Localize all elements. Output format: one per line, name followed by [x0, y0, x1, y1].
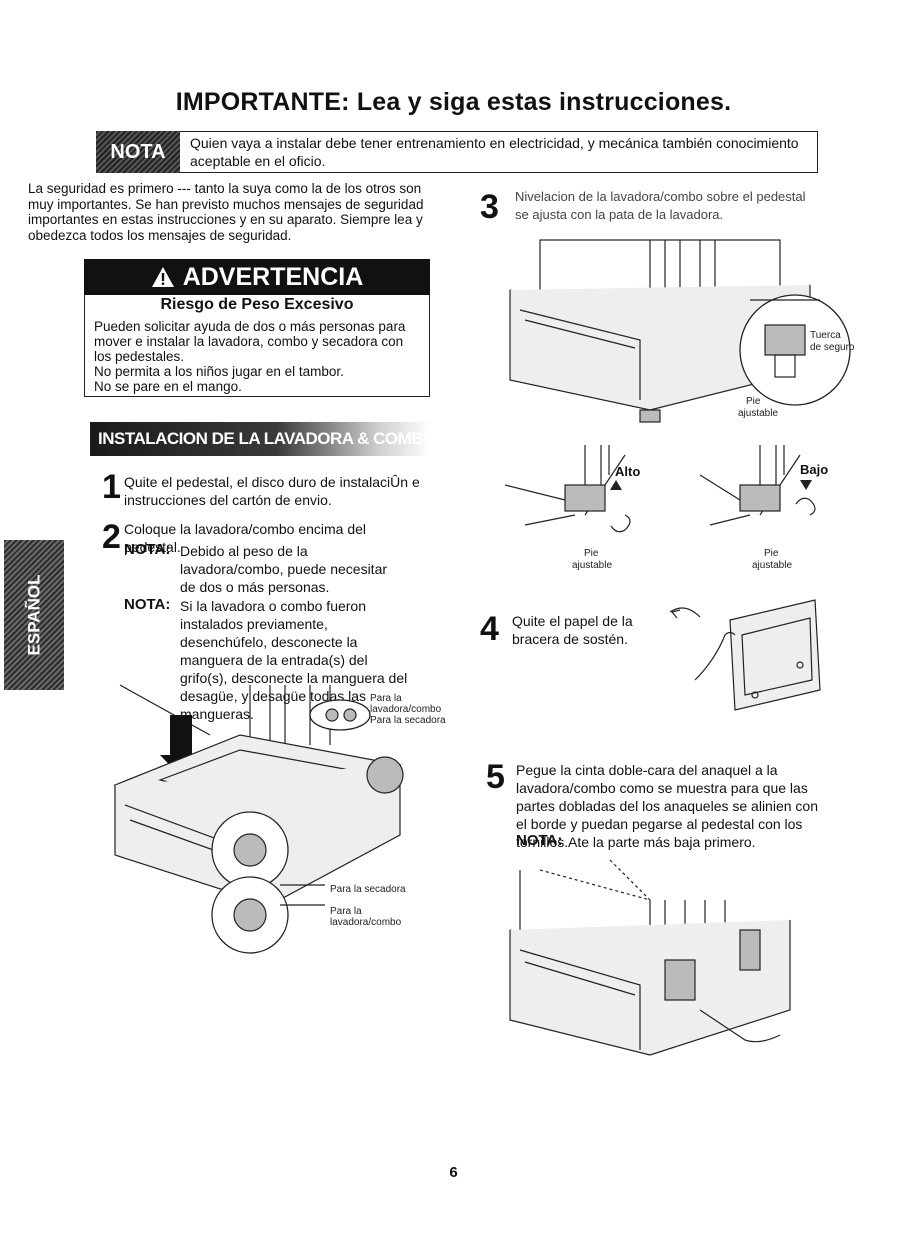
- step-2-nota-label: NOTA:: [124, 541, 171, 558]
- step-1-number: 1: [102, 468, 121, 506]
- step-3-text: Nivelacion de la lavadora/combo sobre el…: [515, 189, 806, 222]
- step-2-nota: Debido al peso de la lavadora/combo, pue…: [180, 543, 388, 595]
- label-para-la-2: Para la: [330, 906, 362, 917]
- pedestal-install-illustration: [113, 684, 404, 954]
- step-5-nota-label: NOTA:: [516, 832, 563, 849]
- warning-line: mover e instalar la lavadora, combo y se…: [94, 334, 404, 349]
- label-tuerca: Tuerca: [810, 330, 841, 341]
- label-pie-alto: Pie: [584, 548, 599, 559]
- warning-icon: [151, 267, 174, 287]
- language-tab-label: ESPAÑOL: [24, 574, 44, 656]
- label-pie: Pie: [746, 396, 761, 407]
- label-lavadora-combo-2: lavadora/combo: [330, 917, 402, 928]
- wrench-lower-illustration: [699, 445, 816, 526]
- label-para-la-secadora-2: Para la secadora: [330, 884, 406, 895]
- warning-subheading: Riesgo de Peso Excesivo: [160, 296, 354, 313]
- wrench-raise-illustration: [504, 445, 631, 533]
- shelf-attach-illustration: [509, 859, 791, 1056]
- nota-banner-label: NOTA: [96, 131, 180, 173]
- section-title: INSTALACION DE LA LAVADORA & COMBO: [90, 422, 430, 456]
- label-pie-bajo: Pie: [764, 548, 779, 559]
- step-1-text: Quite el pedestal, el disco duro de inst…: [124, 474, 420, 508]
- step-2-number: 2: [102, 518, 121, 556]
- label-alto: Alto: [615, 464, 641, 479]
- label-bajo: Bajo: [800, 462, 829, 477]
- warning-line: los pedestales.: [94, 349, 185, 364]
- nota-banner-text: Quien vaya a instalar debe tener entrena…: [190, 135, 799, 169]
- warning-line: Pueden solicitar ayuda de dos o más pers…: [94, 319, 406, 334]
- warning-line: No permita a los niños jugar en el tambo…: [94, 364, 344, 379]
- label-ajustable-alto: ajustable: [572, 560, 613, 571]
- leveling-illustration: [509, 239, 851, 423]
- step-2b-nota-label: NOTA:: [124, 596, 171, 613]
- label-para-la: Para la: [370, 693, 402, 704]
- warning-heading-text: ADVERTENCIA: [182, 262, 364, 291]
- safety-intro: La seguridad es primero --- tanto la suy…: [28, 181, 424, 243]
- step-4-text: Quite el papel de la bracera de sostén.: [512, 613, 633, 647]
- step-2-text: Coloque la lavadora/combo encima del ped…: [124, 521, 367, 555]
- step-5-number: 5: [486, 758, 505, 796]
- warning-line: No se pare en el mango.: [94, 379, 242, 394]
- step-5-text: Pegue la cinta doble-cara del anaquel a …: [516, 762, 818, 850]
- language-tab: [4, 540, 64, 690]
- step-4-number: 4: [480, 610, 499, 648]
- page-title: IMPORTANTE: Lea y siga estas instruccion…: [175, 88, 732, 116]
- label-lavadora-combo: lavadora/combo: [370, 704, 442, 715]
- label-ajustable: ajustable: [738, 408, 779, 419]
- label-de-seguro: de seguro: [810, 342, 855, 353]
- label-ajustable-bajo: ajustable: [752, 560, 793, 571]
- step-2b-nota: Si la lavadora o combo fueron instalados…: [180, 598, 408, 722]
- step-3-number: 3: [480, 188, 499, 226]
- bracket-illustration: [669, 599, 821, 711]
- warning-text: Pueden solicitar ayuda de dos o más pers…: [94, 319, 424, 394]
- label-para-la-secadora: Para la secadora: [370, 715, 446, 726]
- step-5-nota: Ate la parte más baja primero.: [568, 834, 756, 850]
- page-number: 6: [449, 1164, 458, 1181]
- warning-heading: ADVERTENCIA: [84, 259, 430, 295]
